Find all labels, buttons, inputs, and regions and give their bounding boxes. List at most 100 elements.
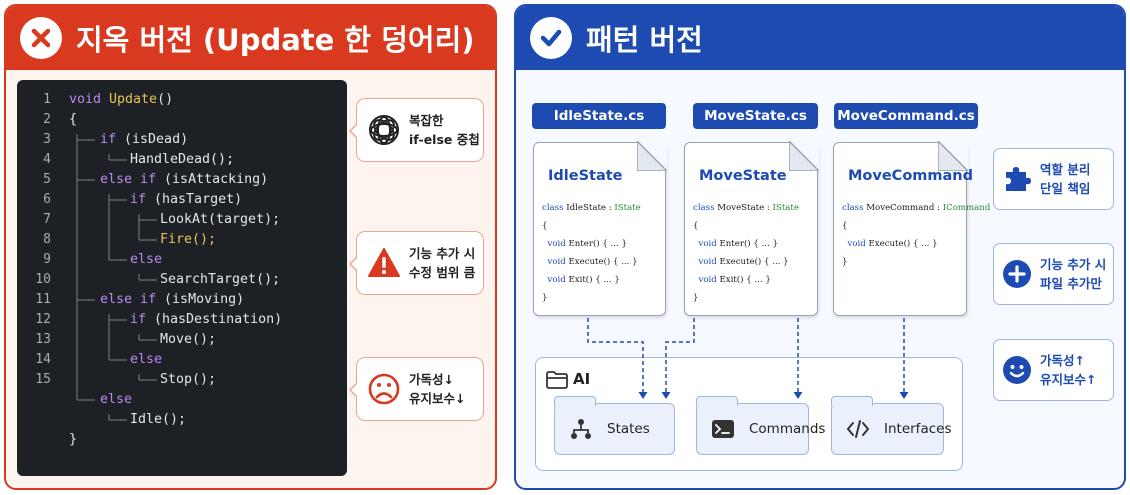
- code-token: MoveState: [717, 203, 765, 213]
- code-token: :: [764, 203, 773, 213]
- puzzle-icon: [1002, 164, 1032, 194]
- sad-face-icon: [365, 370, 403, 408]
- class-code-line: void Exit() { ... }: [542, 271, 641, 289]
- subfolder-label: Interfaces: [884, 421, 952, 437]
- benefit-card: 가독성↑유지보수↑: [993, 339, 1114, 401]
- line-number: 4: [43, 152, 51, 167]
- class-code: class MoveCommand : ICommand{ void Execu…: [842, 199, 990, 271]
- code-line: }: [69, 430, 77, 450]
- code-token: (): [157, 92, 174, 107]
- subfolder-label: Commands: [749, 421, 826, 437]
- subfolder-commands: Commands: [696, 396, 825, 455]
- folder-tab: [696, 396, 738, 406]
- code-token: (isAttacking): [164, 172, 269, 187]
- code-token: LookAt(target);: [160, 212, 281, 227]
- benefit-line-2: 유지보수↑: [1040, 372, 1097, 387]
- line-number: 13: [35, 332, 51, 347]
- code-token: {: [842, 221, 848, 231]
- callout-pointer-fill: [351, 383, 358, 397]
- code-token: else if: [100, 292, 165, 307]
- nesting-guides: [76, 134, 157, 421]
- code-line: if (isDead): [100, 130, 188, 150]
- class-code-line: void Execute() { ... }: [542, 253, 641, 271]
- page-fold-corner: [636, 139, 669, 172]
- line-number: 10: [35, 272, 51, 287]
- hell-version-header: 지옥 버전 (Update 한 덩어리): [6, 6, 495, 70]
- code-token: Execute() { ... }: [868, 239, 938, 249]
- code-token: Update: [109, 92, 158, 107]
- line-number: 15: [35, 372, 51, 387]
- code-line: Fire();: [160, 230, 216, 250]
- code-token: (hasTarget): [154, 192, 243, 207]
- class-code-line: class IdleState : IState: [542, 199, 641, 217]
- class-code-line: class MoveState : IState: [693, 199, 799, 217]
- callout-line-1: 기능 추가 시: [409, 246, 476, 261]
- code-icon: [846, 417, 870, 441]
- code-token: (isDead): [124, 132, 189, 147]
- class-code-line: {: [693, 217, 799, 235]
- code-token: :: [934, 203, 943, 213]
- callout-pointer-fill: [351, 124, 358, 138]
- code-token: (isMoving): [164, 292, 245, 307]
- pattern-version-title: 패턴 버전: [586, 23, 703, 57]
- class-code-line: void Enter() { ... }: [542, 235, 641, 253]
- code-token: if: [130, 312, 155, 327]
- smile-icon: [1002, 355, 1032, 385]
- code-line: else: [130, 250, 162, 270]
- terminal-icon: [711, 417, 735, 441]
- code-token: Move();: [160, 332, 217, 347]
- callout-pointer-fill: [351, 257, 358, 271]
- class-title: IdleState: [548, 168, 623, 184]
- class-code-line: void Exit() { ... }: [693, 271, 799, 289]
- code-token: {: [693, 221, 699, 231]
- line-number: [17, 430, 51, 450]
- code-token: if: [100, 132, 125, 147]
- callout-line-2: if-else 중첩: [409, 132, 480, 147]
- code-token: class: [693, 203, 718, 213]
- class-code: class IdleState : IState { void Enter() {…: [542, 199, 641, 307]
- plus-circle-icon: [1002, 259, 1032, 289]
- code-line: {: [69, 110, 77, 130]
- code-token: void: [693, 257, 720, 267]
- code-token: Exit() { ... }: [568, 275, 620, 285]
- class-code-line: }: [693, 289, 799, 307]
- class-code-line: {: [542, 217, 641, 235]
- callout-line-1: 가독성↓: [409, 372, 454, 387]
- hell-version-title: 지옥 버전 (Update 한 덩어리): [76, 23, 475, 57]
- problem-callout: 가독성↓유지보수↓: [349, 357, 484, 421]
- callout-line-2: 수정 범위 큼: [409, 265, 476, 280]
- code-token: class: [542, 203, 567, 213]
- code-token: HandleDead();: [130, 152, 235, 167]
- code-token: }: [69, 432, 78, 447]
- file-name-tab: MoveState.cs: [693, 103, 818, 129]
- code-token: Fire: [160, 232, 193, 247]
- code-token: void: [542, 275, 569, 285]
- line-number: 11: [35, 292, 51, 307]
- code-token: (hasDestination): [154, 312, 283, 327]
- file-name-tab: MoveCommand.cs: [834, 103, 978, 129]
- line-number: 14: [35, 352, 51, 367]
- ai-folder-label: AI: [573, 370, 591, 388]
- code-line: else if (isMoving): [100, 290, 244, 310]
- code-token: }: [693, 293, 699, 303]
- line-number: [17, 410, 51, 430]
- class-title: MoveState: [699, 168, 787, 184]
- benefit-text: 가독성↑유지보수↑: [1040, 351, 1096, 389]
- benefit-line-1: 역할 분리: [1040, 162, 1091, 177]
- code-token: {: [69, 112, 78, 127]
- code-token: void: [693, 239, 720, 249]
- line-number: 7: [43, 212, 51, 227]
- code-token: MoveCommand: [866, 203, 935, 213]
- code-line: HandleDead();: [130, 150, 234, 170]
- class-code-line: {: [842, 217, 990, 235]
- code-token: {: [542, 221, 548, 231]
- pattern-version-header: 패턴 버전: [516, 6, 1124, 70]
- code-token: }: [842, 257, 848, 267]
